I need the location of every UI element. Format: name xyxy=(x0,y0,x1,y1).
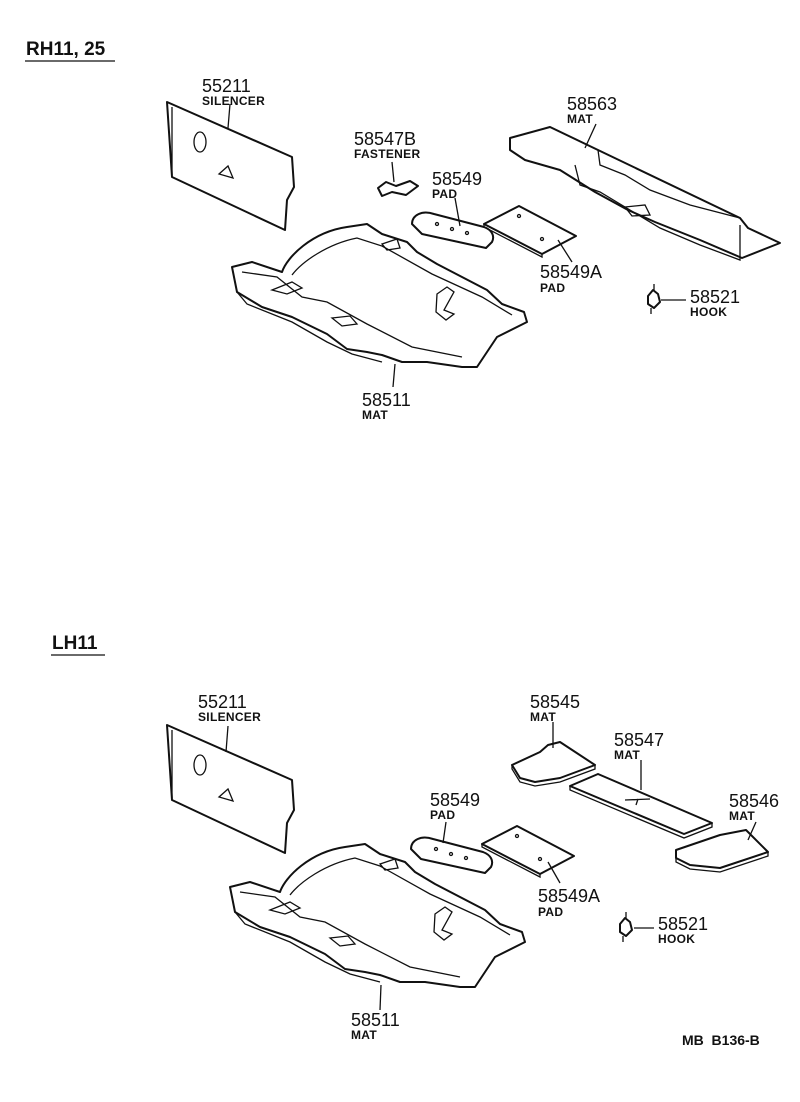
section-title-lh: LH11 xyxy=(52,633,98,654)
part-name: MAT xyxy=(567,112,593,126)
part-number: 58545 xyxy=(530,692,580,712)
part-name: PAD xyxy=(540,281,565,295)
part-name: SILENCER xyxy=(198,710,261,724)
mat-58545-drawing xyxy=(511,741,596,787)
part-number: 58547B xyxy=(354,129,416,149)
silencer-drawing xyxy=(166,101,295,231)
leader-line xyxy=(557,239,573,263)
part-number: 58521 xyxy=(658,914,708,934)
part-name: PAD xyxy=(538,905,563,919)
leader-line xyxy=(442,821,447,844)
part-number: 58521 xyxy=(690,287,740,307)
hook-drawing xyxy=(619,911,633,943)
part-name: HOOK xyxy=(658,932,695,946)
mat-58547-drawing xyxy=(569,773,713,839)
part-number: 58547 xyxy=(614,730,664,750)
part-number: 58511 xyxy=(351,1010,400,1030)
section-title-rh: RH11, 25 xyxy=(26,39,106,60)
part-number: 58511 xyxy=(362,390,411,410)
mat-58546-drawing xyxy=(675,829,769,873)
leader-line xyxy=(227,103,231,129)
pad-drawing xyxy=(410,836,494,874)
diagram-reference-code: MB B136-B xyxy=(682,1032,760,1048)
part-number: 58546 xyxy=(729,791,779,811)
pad-a-drawing xyxy=(481,825,575,878)
part-name: MAT xyxy=(614,748,640,762)
leader-line xyxy=(747,821,757,841)
rear-mat-drawing xyxy=(509,126,781,261)
leader-line xyxy=(584,123,597,149)
part-name: HOOK xyxy=(690,305,727,319)
part-number: 58563 xyxy=(567,94,617,114)
section-lh: LH11 55211 SILENCER 58545 MAT 58547 MAT … xyxy=(51,633,779,1042)
hook-drawing xyxy=(647,283,661,315)
part-name: MAT xyxy=(362,408,388,422)
leader-line xyxy=(392,363,396,388)
part-name: PAD xyxy=(432,187,457,201)
section-rh: RH11, 25 55211 SILENCER 58547B FASTENER … xyxy=(25,39,781,422)
silencer-drawing xyxy=(166,724,295,854)
pad-drawing xyxy=(411,211,495,249)
leader-line xyxy=(391,161,395,183)
part-number: 58549 xyxy=(432,169,482,189)
part-number: 55211 xyxy=(198,692,247,712)
part-name: FASTENER xyxy=(354,147,420,161)
part-number: 58549 xyxy=(430,790,480,810)
part-number: 55211 xyxy=(202,76,251,96)
part-name: MAT xyxy=(351,1028,377,1042)
leader-line xyxy=(379,984,382,1011)
fastener-drawing xyxy=(377,180,419,197)
part-number: 58549A xyxy=(538,886,600,906)
part-number: 58549A xyxy=(540,262,602,282)
part-name: PAD xyxy=(430,808,455,822)
leader-line xyxy=(225,725,229,753)
leader-line xyxy=(454,197,461,227)
part-name: MAT xyxy=(530,710,556,724)
pad-a-drawing xyxy=(483,205,577,258)
part-name: MAT xyxy=(729,809,755,823)
part-name: SILENCER xyxy=(202,94,265,108)
leader-line xyxy=(547,861,561,884)
